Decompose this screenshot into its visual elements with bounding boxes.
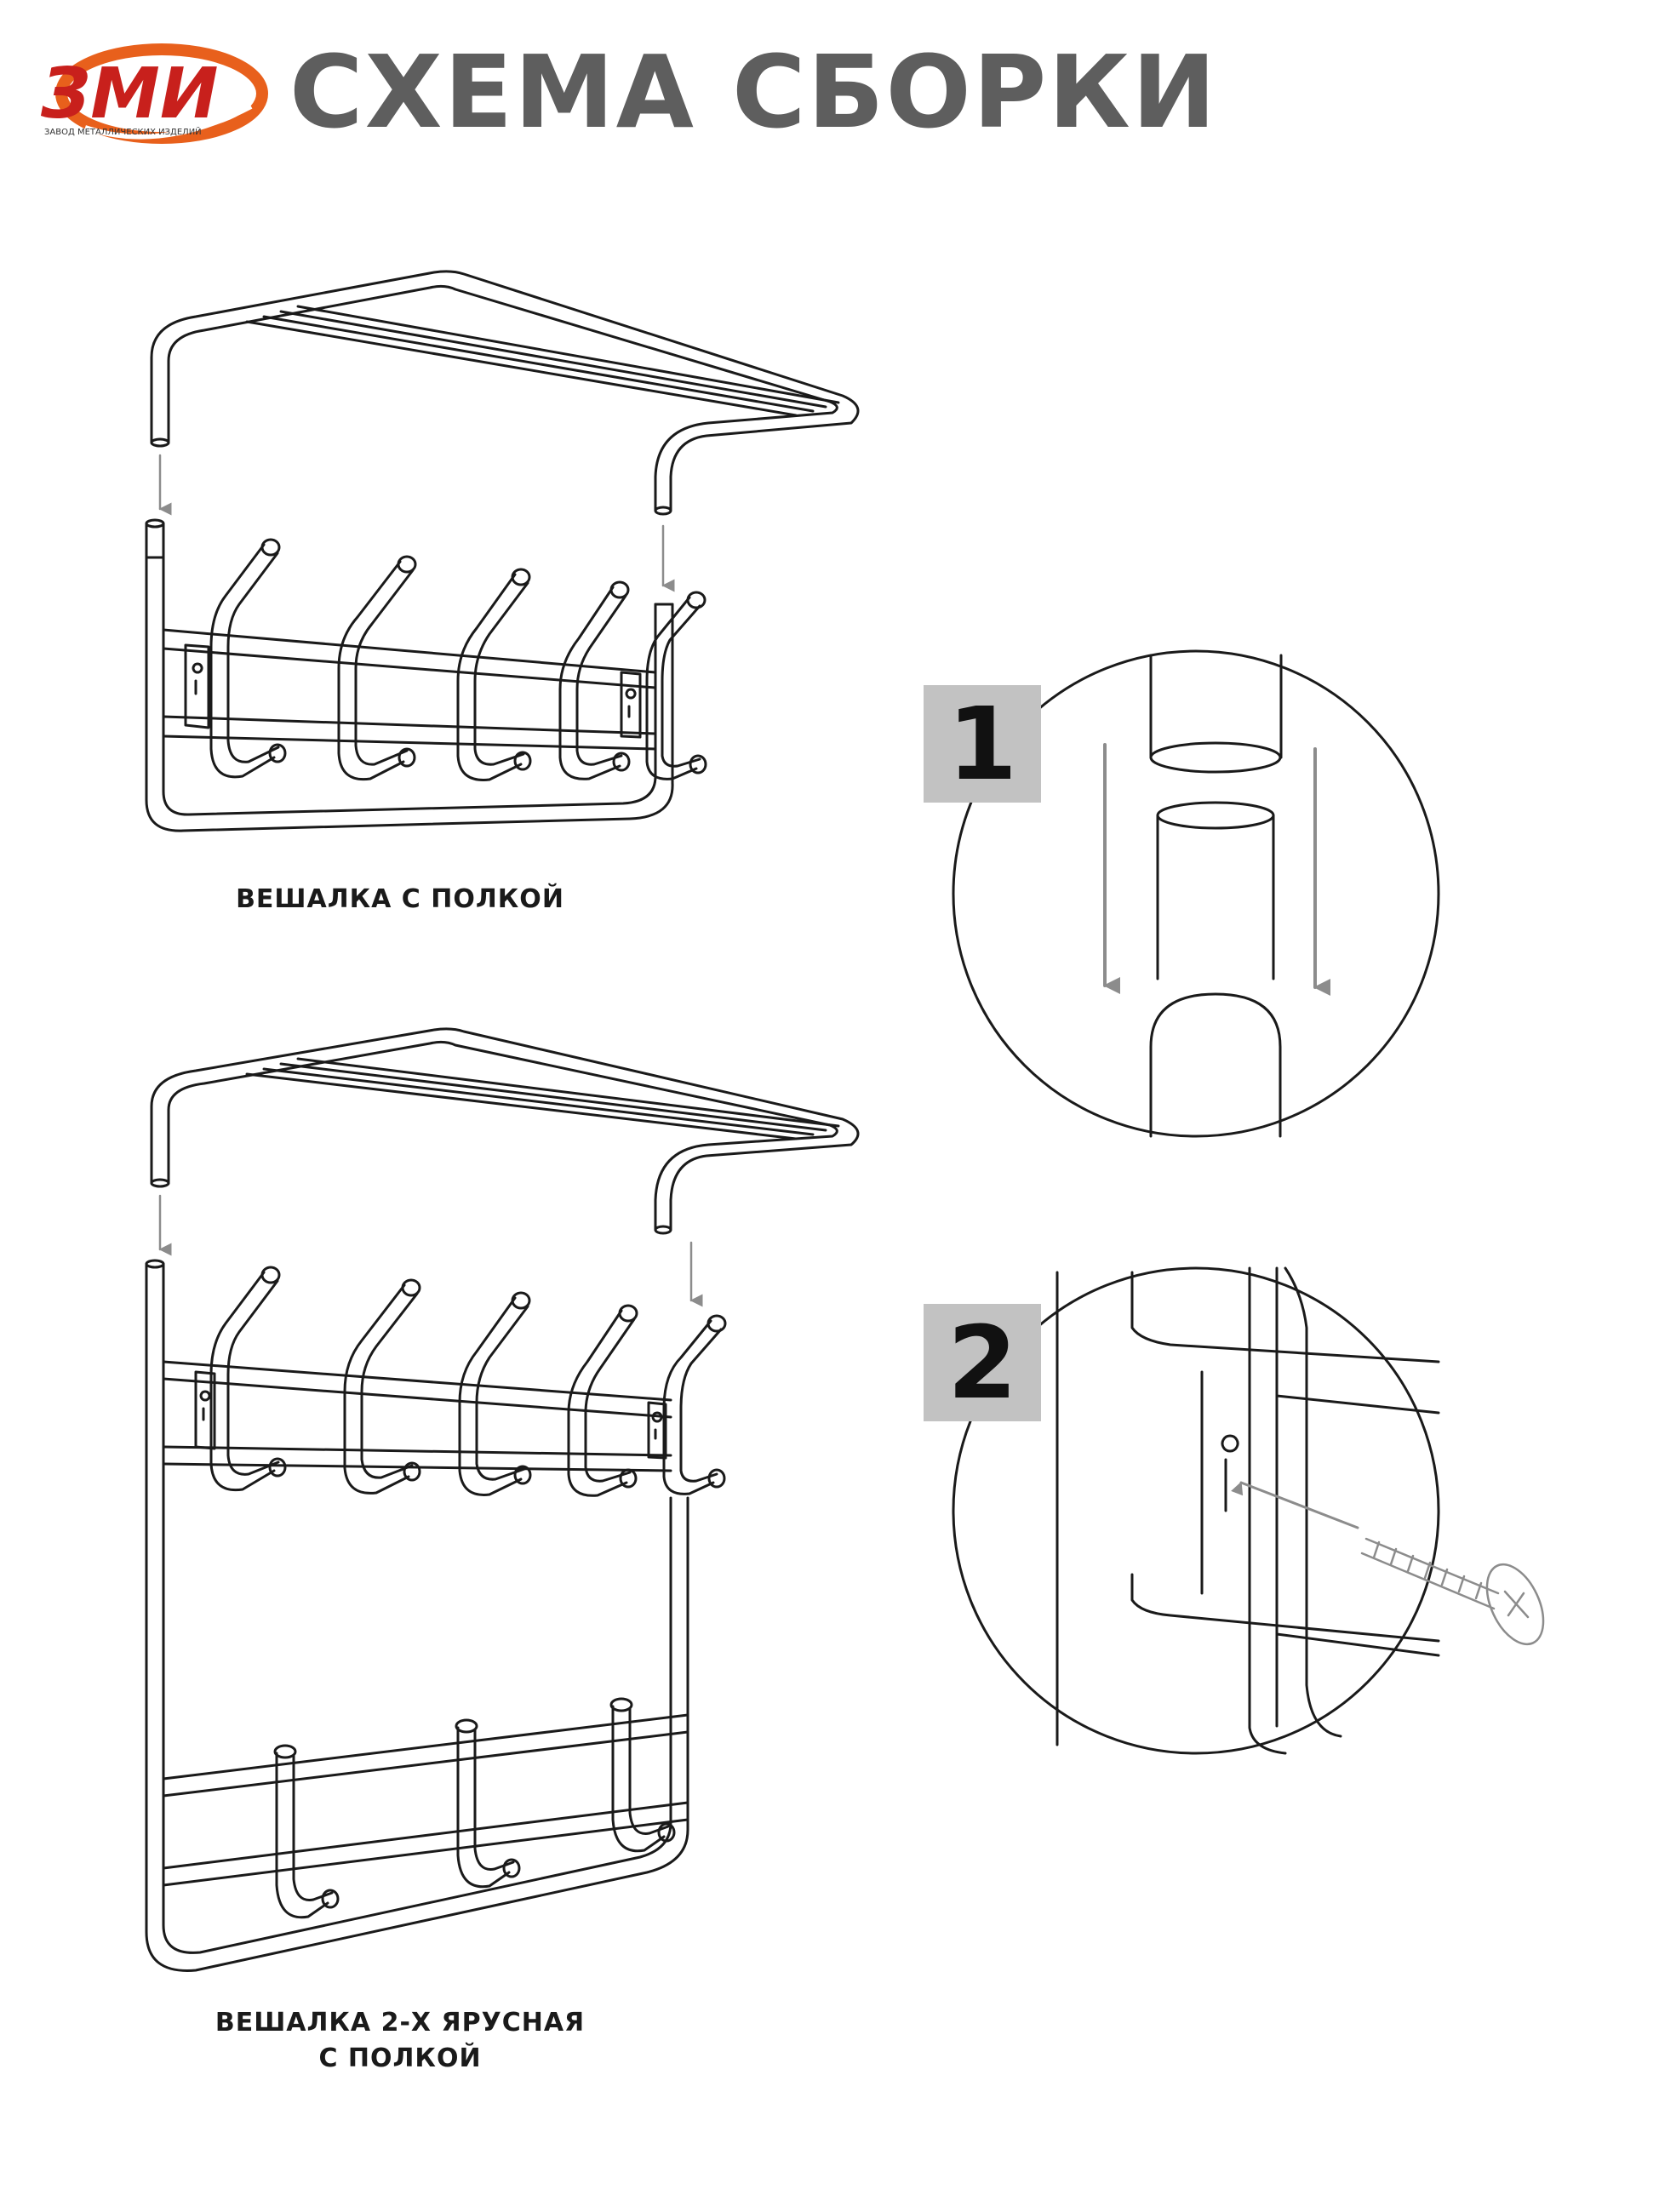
rack1-shelf xyxy=(150,270,860,516)
rack1-arrows xyxy=(158,454,675,592)
rack2-arrows xyxy=(158,1194,703,1307)
logo-text: ЗМИ xyxy=(40,54,218,134)
page-title: СХЕМА СБОРКИ xyxy=(289,33,1218,151)
step2-arrow xyxy=(1231,1481,1359,1529)
rack2-caption-line1: ВЕШАЛКА 2-Х ЯРУСНАЯ xyxy=(215,2008,586,2038)
step-2-badge: 2 xyxy=(924,1304,1041,1421)
logo-swoosh-inner xyxy=(84,104,253,140)
company-logo: ЗМИ ЗАВОД МЕТАЛЛИЧЕСКИХ ИЗДЕЛИЙ xyxy=(40,43,268,144)
logo-subtext: ЗАВОД МЕТАЛЛИЧЕСКИХ ИЗДЕЛИЙ xyxy=(44,126,202,137)
step-1-badge: 1 xyxy=(924,685,1041,803)
rack2-caption-line2: С ПОЛКОЙ xyxy=(318,2043,482,2073)
step1-arrows xyxy=(1103,743,1330,996)
rack1-caption: ВЕШАЛКА С ПОЛКОЙ xyxy=(236,884,564,914)
step1-detail xyxy=(952,649,1440,1138)
step2-detail xyxy=(952,1266,1440,1755)
rack2-hook-frame xyxy=(145,1259,727,1972)
rack2-shelf xyxy=(150,1027,860,1235)
rack2-caption: ВЕШАЛКА 2-Х ЯРУСНАЯ С ПОЛКОЙ xyxy=(170,2005,630,2077)
screw-icon xyxy=(1360,1537,1545,1646)
rack1-hook-frame xyxy=(145,518,707,832)
